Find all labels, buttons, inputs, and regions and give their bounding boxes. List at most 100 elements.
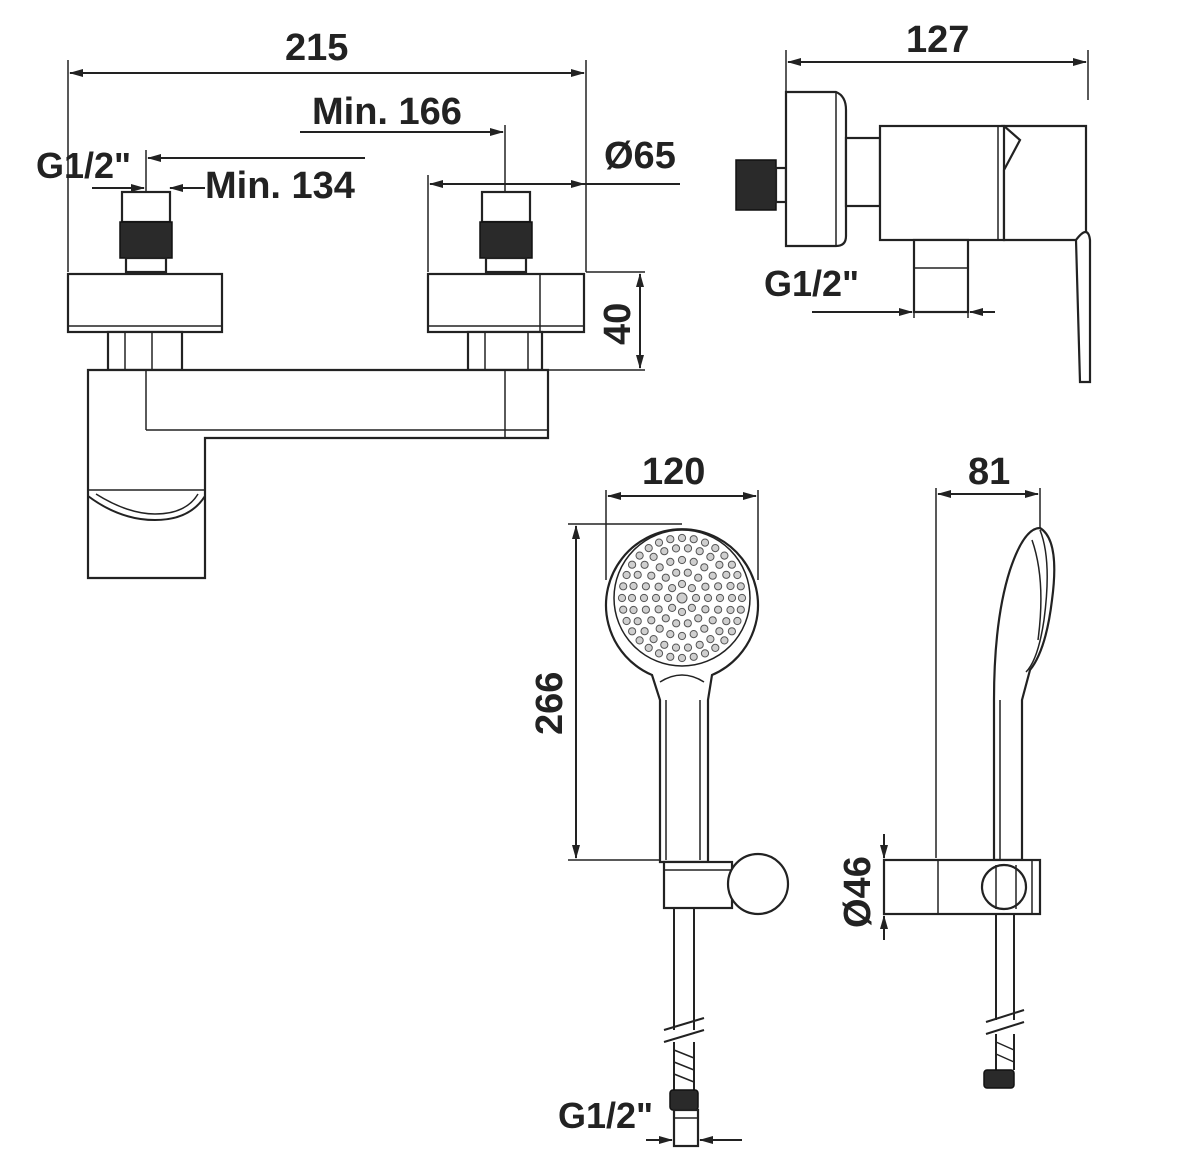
- nozzle-hole: [668, 603, 677, 613]
- nozzle-hole: [733, 616, 742, 626]
- nozzle-hole: [654, 649, 664, 658]
- nozzle-hole: [677, 533, 687, 543]
- nozzle-hole: [720, 636, 729, 645]
- nozzle-hole: [714, 582, 723, 591]
- nozzle-hole: [676, 592, 688, 604]
- side-cylinder: [878, 124, 1006, 242]
- nozzle-hole: [644, 643, 653, 653]
- side-lever: [1001, 124, 1088, 242]
- nozzle-hole: [622, 616, 631, 626]
- nozzle-hole: [639, 593, 649, 603]
- dim-thread-left-label: G1/2": [36, 145, 131, 186]
- nozzle-hole: [677, 631, 687, 641]
- nozzle-hole: [651, 593, 661, 603]
- nozzle-hole: [647, 571, 656, 580]
- nozzle-hole: [727, 627, 737, 636]
- nozzle-hole: [666, 652, 675, 661]
- nozzle-hole: [700, 538, 710, 547]
- side-escutcheon: [784, 90, 848, 248]
- nozzle-hole: [695, 547, 704, 556]
- nozzle-hole: [711, 643, 720, 653]
- nozzle-hole: [677, 607, 687, 617]
- nozzle-hole: [654, 582, 663, 591]
- nozzle-hole: [677, 653, 687, 663]
- nozzle-hole: [695, 640, 704, 649]
- nozzle-hole: [720, 551, 729, 560]
- nozzle-hole: [727, 560, 737, 569]
- nozzle-hole: [733, 570, 742, 580]
- left-thread-nut: [119, 221, 173, 259]
- nozzle-hole: [660, 640, 669, 649]
- nozzle-hole: [666, 630, 675, 639]
- left-escutcheon: [66, 272, 224, 334]
- nozzle-hole: [701, 605, 710, 614]
- nozzle-hole: [647, 616, 656, 625]
- nozzle-hole: [694, 573, 703, 582]
- nozzle-hole: [666, 535, 675, 544]
- dim-215-label: 215: [285, 27, 348, 69]
- nozzle-hole: [635, 551, 644, 560]
- nozzle-hole: [641, 605, 651, 614]
- nozzle-hole: [727, 593, 737, 603]
- nozzle-hole: [677, 555, 687, 565]
- nozzle-hole: [700, 624, 709, 633]
- nozzle-hole: [677, 579, 687, 589]
- shower-side-profile: [992, 526, 1056, 862]
- dim-min166-label: Min. 166: [312, 91, 462, 133]
- nozzle-hole: [703, 593, 713, 603]
- nozzle-hole: [715, 593, 725, 603]
- nozzle-hole: [683, 643, 693, 652]
- nozzle-hole: [689, 535, 698, 544]
- hand-shower-side-view: 81 Ø46: [837, 451, 1056, 1089]
- nozzle-hole: [722, 617, 731, 626]
- hose-nut: [669, 1089, 699, 1111]
- nozzle-hole: [640, 560, 649, 569]
- dim-hose-thread-label: G1/2": [558, 1095, 653, 1136]
- nozzle-hole: [715, 560, 724, 569]
- nozzle-hole: [687, 603, 697, 613]
- nozzle-hole: [706, 552, 715, 562]
- nozzle-hole: [715, 627, 724, 636]
- nozzle-hole: [654, 605, 663, 614]
- nozzle-hole: [726, 581, 735, 591]
- side-outlet: [912, 238, 970, 314]
- nozzle-hole: [633, 617, 642, 626]
- dim-40-label: 40: [597, 303, 639, 345]
- nozzle-hole: [668, 584, 677, 593]
- nozzle-hole: [711, 544, 720, 553]
- nozzle-hole: [671, 643, 681, 652]
- nozzle-hole: [708, 616, 717, 625]
- dim-thread-side-label: G1/2": [764, 263, 859, 304]
- nozzle-hole: [640, 627, 649, 636]
- nozzle-hole: [737, 593, 747, 603]
- mixer-side-view: 127 G1/2": [735, 19, 1092, 384]
- nozzle-hole: [687, 584, 697, 593]
- nozzle-hole: [694, 614, 703, 623]
- nozzle-hole: [726, 605, 735, 615]
- dim-127-label: 127: [906, 19, 969, 61]
- nozzle-hole: [689, 630, 698, 639]
- nozzle-hole: [654, 538, 664, 547]
- nozzle-hole: [649, 635, 658, 644]
- nozzle-hole: [627, 593, 637, 603]
- nozzle-hole: [691, 593, 701, 603]
- nozzle-hole: [633, 570, 642, 579]
- mixer-body: [86, 368, 550, 580]
- nozzle-hole: [701, 582, 710, 591]
- nozzle-hole: [671, 544, 681, 553]
- nozzle-hole: [661, 573, 670, 582]
- dim-120-label: 120: [642, 451, 705, 493]
- nozzle-hole: [683, 544, 693, 553]
- dim-min134-label: Min. 134: [205, 165, 355, 207]
- hose-nut-side: [983, 1069, 1015, 1089]
- nozzle-hole: [641, 582, 651, 591]
- nozzle-hole: [700, 649, 710, 658]
- nozzle-hole: [660, 547, 669, 556]
- nozzle-hole: [689, 557, 698, 567]
- shower-nozzles: [617, 533, 747, 663]
- nozzle-hole: [683, 568, 692, 577]
- mixer-front-view: 215 Min. 166 G1/2" Min. 134 Ø65 40: [36, 27, 680, 580]
- hand-shower-front-view: 120 266 G1/2": [529, 451, 790, 1148]
- nozzle-hole: [629, 605, 638, 615]
